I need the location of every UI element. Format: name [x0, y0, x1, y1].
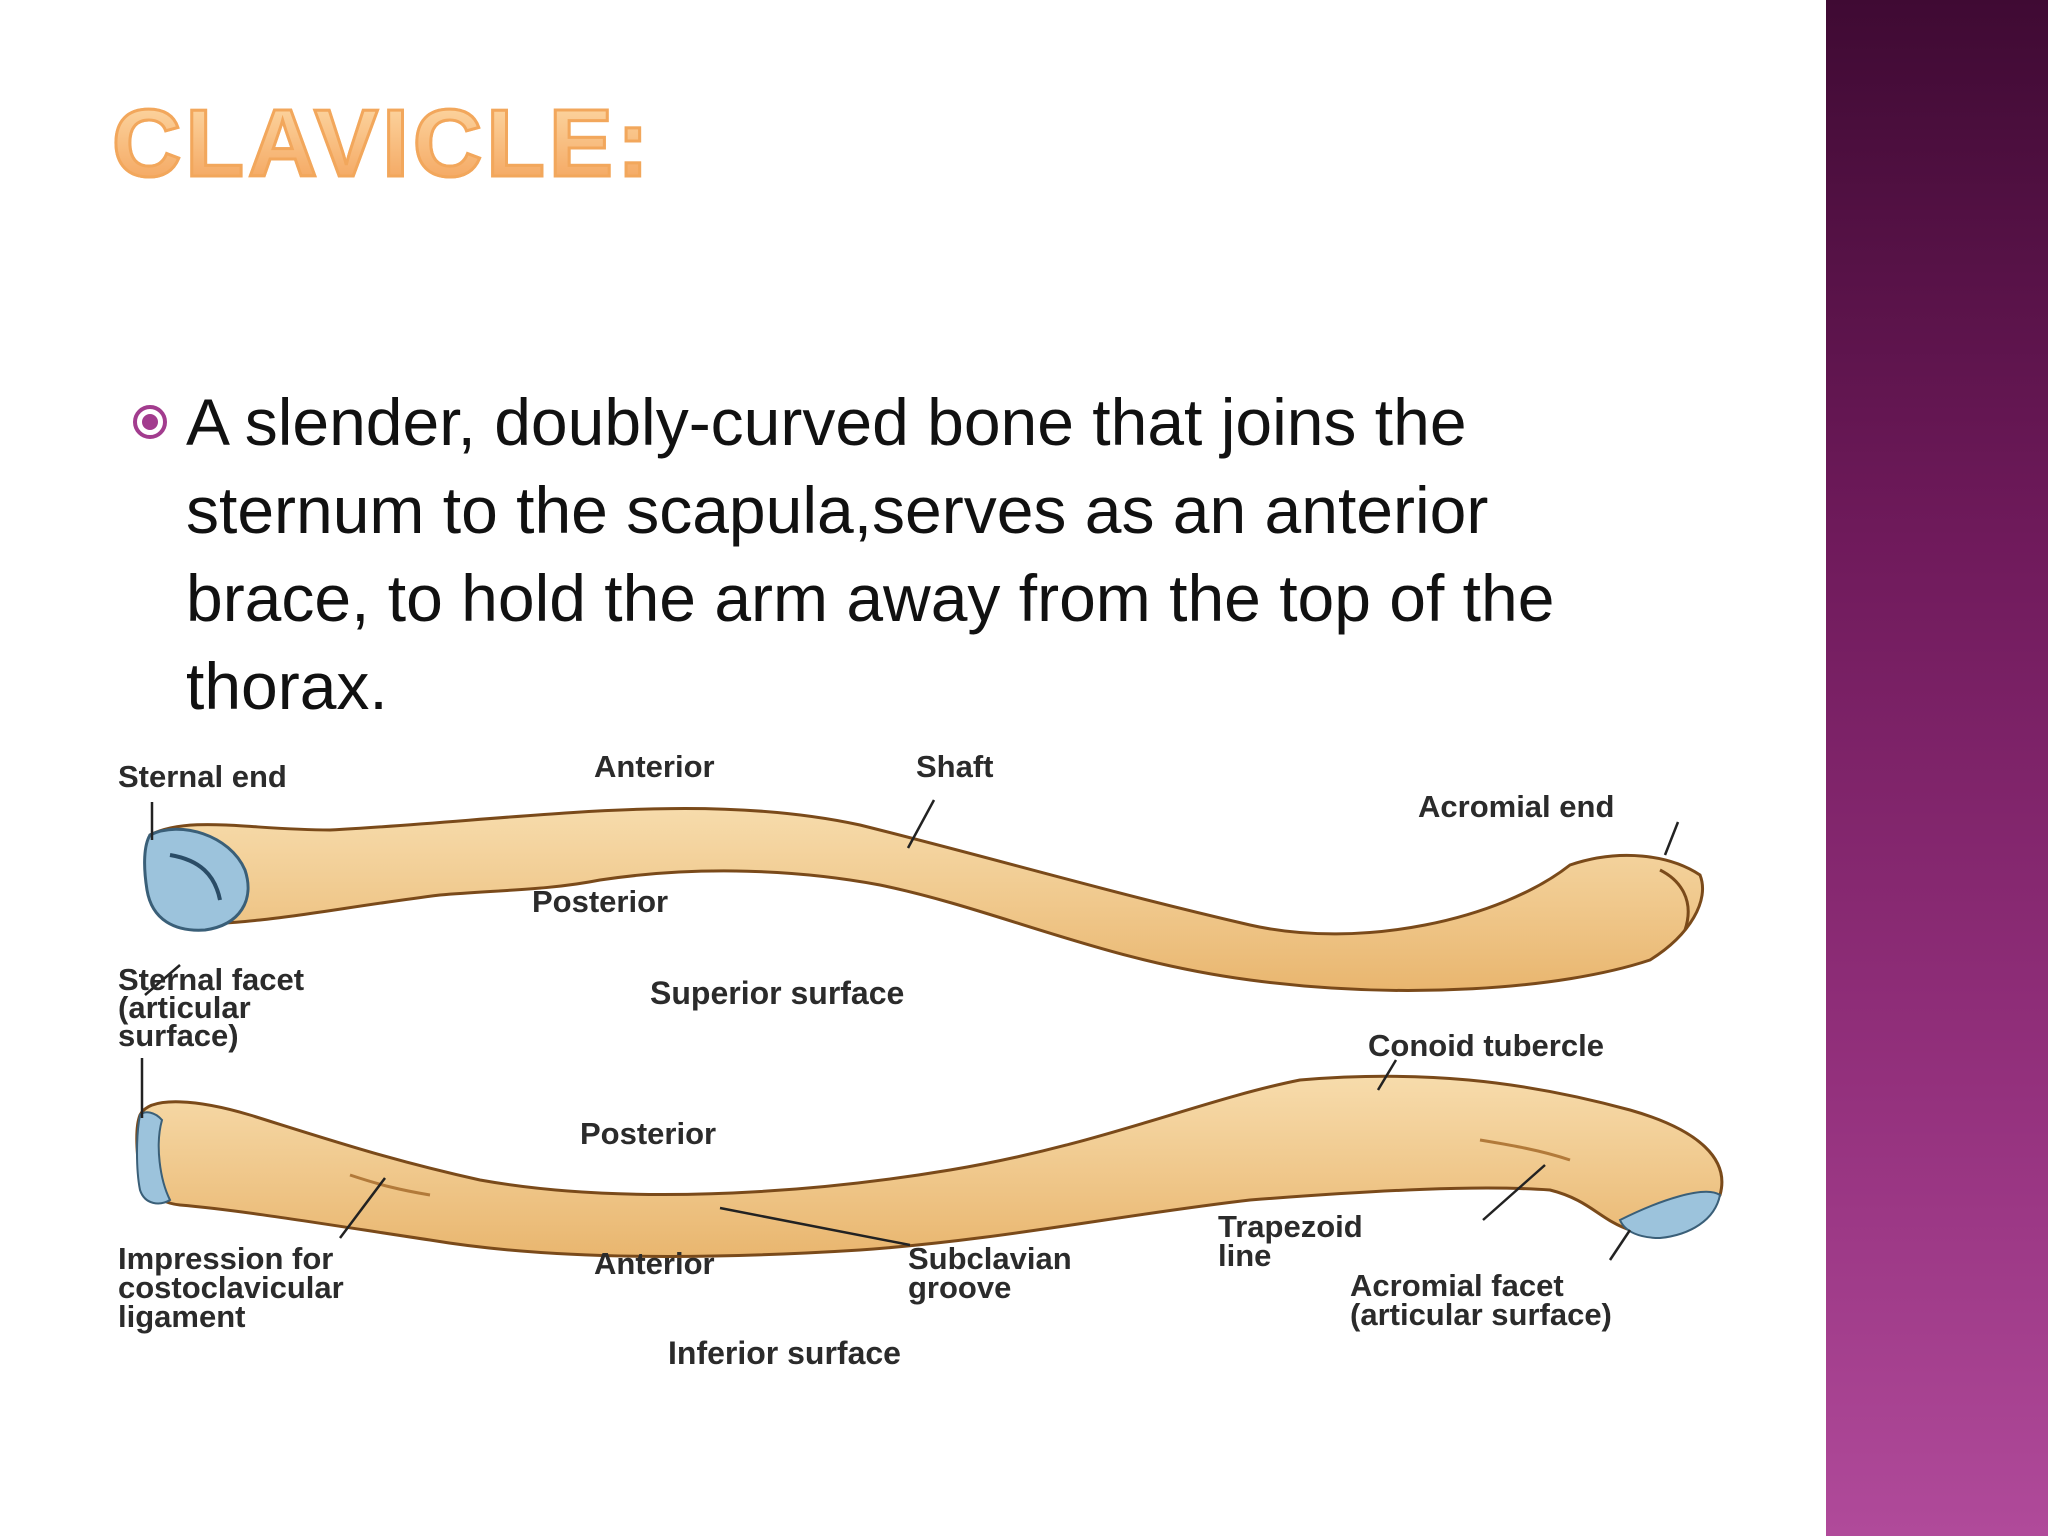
label-conoid-tubercle: Conoid tubercle [1368, 1028, 1604, 1063]
label-anterior-superior: Anterior [594, 749, 715, 784]
clavicle-inferior-view [135, 1074, 1724, 1259]
label-trapezoid-line2: line [1218, 1238, 1271, 1273]
label-acromial-facet-line2: (articular surface) [1350, 1297, 1612, 1332]
label-sternal-facet-line1: Sternal facet [118, 962, 304, 997]
label-subclavian-line2: groove [908, 1270, 1011, 1305]
label-sternal-facet-line2: (articular [118, 990, 251, 1025]
label-posterior-inferior: Posterior [580, 1116, 716, 1151]
label-impression-line3: ligament [118, 1299, 245, 1334]
circle-bullet-icon [133, 405, 167, 439]
label-acromial-end: Acromial end [1418, 789, 1614, 824]
acromial-facet-inferior [1618, 1190, 1722, 1240]
label-impression-line1: Impression for [118, 1241, 333, 1276]
label-posterior-superior: Posterior [532, 884, 668, 919]
label-sternal-facet-line3: surface) [118, 1018, 239, 1053]
clavicle-inferior-bone [135, 1074, 1724, 1259]
decorative-side-band [1826, 0, 2048, 1536]
label-shaft: Shaft [916, 749, 994, 784]
label-acromial-facet-line1: Acromial facet [1350, 1268, 1564, 1303]
slide-title: CLAVICLE: [111, 90, 653, 197]
bullet-item: A slender, doubly-curved bone that joins… [130, 378, 1690, 730]
label-trapezoid-line1: Trapezoid [1218, 1209, 1363, 1244]
leader-lines [140, 799, 1680, 1261]
clavicle-diagram: Sternal end Anterior Shaft Acromial end … [118, 749, 1724, 1371]
clavicle-superior-view [143, 807, 1705, 992]
label-inferior-surface: Inferior surface [668, 1335, 901, 1371]
label-superior-surface: Superior surface [650, 975, 904, 1011]
bullet-text: A slender, doubly-curved bone that joins… [186, 385, 1555, 723]
label-impression-line2: costoclavicular [118, 1270, 344, 1305]
label-anterior-inferior: Anterior [594, 1246, 715, 1281]
label-subclavian-line1: Subclavian [908, 1241, 1072, 1276]
sternal-facet-inferior [136, 1111, 172, 1205]
clavicle-superior-bone [148, 807, 1705, 992]
label-sternal-end: Sternal end [118, 759, 287, 794]
